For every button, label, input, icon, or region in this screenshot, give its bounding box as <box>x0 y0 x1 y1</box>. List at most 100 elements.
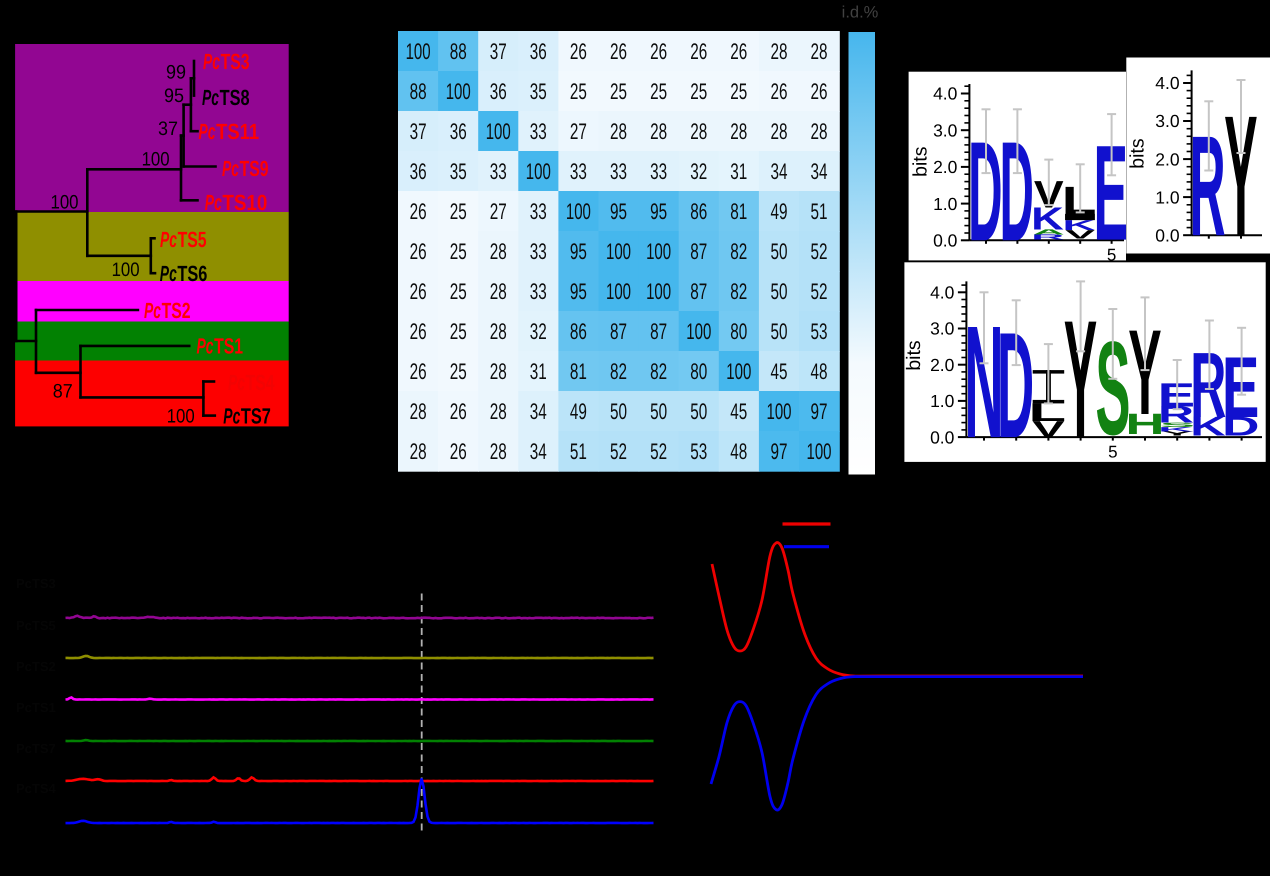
svg-text:100: 100 <box>606 279 631 304</box>
svg-text:4.0: 4.0 <box>933 84 958 104</box>
svg-text:88: 88 <box>410 79 427 104</box>
svg-text:PcTS3: PcTS3 <box>16 576 56 591</box>
svg-text:25: 25 <box>450 199 467 224</box>
svg-text:R: R <box>1031 233 1064 241</box>
svg-text:28: 28 <box>771 39 788 64</box>
svg-text:Pc: Pc <box>205 190 222 215</box>
svg-text:95: 95 <box>570 239 587 264</box>
svg-text:Pc: Pc <box>222 156 239 181</box>
svg-text:V: V <box>1032 416 1064 442</box>
svg-text:100: 100 <box>606 239 631 264</box>
svg-text:0.0: 0.0 <box>930 427 955 447</box>
svg-text:TS6: TS6 <box>177 261 207 286</box>
svg-text:86: 86 <box>690 199 707 224</box>
svg-text:95: 95 <box>610 199 627 224</box>
svg-text:I: I <box>1051 212 1109 222</box>
svg-text:51: 51 <box>570 439 587 464</box>
svg-text:26: 26 <box>690 39 707 64</box>
svg-text:2.0: 2.0 <box>930 355 955 375</box>
svg-text:TS10: TS10 <box>222 190 267 215</box>
svg-text:2.0: 2.0 <box>1155 149 1180 169</box>
svg-text:33: 33 <box>530 199 547 224</box>
svg-text:28: 28 <box>811 119 828 144</box>
svg-text:82: 82 <box>650 359 667 384</box>
svg-text:100: 100 <box>167 405 195 427</box>
svg-text:31: 31 <box>730 159 747 184</box>
svg-text:49: 49 <box>771 199 788 224</box>
svg-text:33: 33 <box>530 239 547 264</box>
svg-text:PcTS4: PcTS4 <box>16 781 57 796</box>
svg-text:PcTS7: PcTS7 <box>16 741 56 756</box>
svg-text:3.0: 3.0 <box>933 120 958 140</box>
svg-text:80: 80 <box>730 319 747 344</box>
svg-text:100: 100 <box>726 359 751 384</box>
svg-text:80: 80 <box>690 359 707 384</box>
svg-text:86: 86 <box>570 319 587 344</box>
svg-text:TS5: TS5 <box>178 227 207 252</box>
svg-text:26: 26 <box>410 359 427 384</box>
svg-text:36: 36 <box>530 39 547 64</box>
svg-text:33: 33 <box>530 279 547 304</box>
svg-text:28: 28 <box>490 439 507 464</box>
svg-text:bits: bits <box>903 340 925 371</box>
svg-text:37: 37 <box>490 39 507 64</box>
svg-text:26: 26 <box>410 199 427 224</box>
svg-text:bits: bits <box>1127 138 1149 169</box>
svg-text:R: R <box>1190 107 1226 267</box>
svg-text:TS1: TS1 <box>214 333 243 358</box>
svg-text:25: 25 <box>610 79 627 104</box>
svg-text:3.0: 3.0 <box>1155 111 1180 131</box>
svg-text:bits: bits <box>910 146 932 177</box>
svg-text:34: 34 <box>530 439 547 464</box>
svg-text:95: 95 <box>570 279 587 304</box>
svg-text:48: 48 <box>730 439 747 464</box>
svg-text:33: 33 <box>650 159 667 184</box>
svg-text:36: 36 <box>410 159 427 184</box>
svg-text:95: 95 <box>164 85 184 107</box>
svg-text:82: 82 <box>610 359 627 384</box>
svg-text:K: K <box>1158 426 1194 433</box>
svg-text:Pc: Pc <box>202 85 219 110</box>
svg-text:PcTS1: PcTS1 <box>16 700 56 715</box>
svg-text:34: 34 <box>771 159 788 184</box>
svg-text:100: 100 <box>767 399 792 424</box>
svg-text:28: 28 <box>410 439 427 464</box>
svg-text:50: 50 <box>610 399 627 424</box>
svg-text:87: 87 <box>610 319 627 344</box>
svg-text:87: 87 <box>690 239 707 264</box>
svg-text:25: 25 <box>450 319 467 344</box>
svg-text:25: 25 <box>570 79 587 104</box>
svg-text:34: 34 <box>530 399 547 424</box>
svg-text:31: 31 <box>530 359 547 384</box>
svg-text:26: 26 <box>730 39 747 64</box>
svg-text:A: A <box>1033 228 1065 236</box>
svg-text:87: 87 <box>650 319 667 344</box>
svg-text:25: 25 <box>730 79 747 104</box>
svg-text:S: S <box>1160 421 1195 428</box>
svg-text:50: 50 <box>690 399 707 424</box>
svg-text:TS9: TS9 <box>240 156 269 181</box>
svg-text:100: 100 <box>566 199 591 224</box>
svg-text:25: 25 <box>450 239 467 264</box>
svg-text:33: 33 <box>530 119 547 144</box>
svg-text:L: L <box>1062 178 1097 222</box>
svg-text:50: 50 <box>771 319 788 344</box>
svg-text:33: 33 <box>610 159 627 184</box>
svg-text:27: 27 <box>570 119 587 144</box>
svg-text:V: V <box>1065 227 1095 241</box>
svg-text:35: 35 <box>530 79 547 104</box>
svg-text:K: K <box>1190 411 1226 442</box>
svg-text:25: 25 <box>450 279 467 304</box>
svg-text:100: 100 <box>526 159 551 184</box>
svg-text:87: 87 <box>690 279 707 304</box>
svg-text:3.0: 3.0 <box>930 319 955 339</box>
svg-text:52: 52 <box>650 439 667 464</box>
svg-text:26: 26 <box>771 79 788 104</box>
svg-text:52: 52 <box>811 239 828 264</box>
svg-text:52: 52 <box>811 279 828 304</box>
svg-text:27: 27 <box>490 199 507 224</box>
svg-text:32: 32 <box>530 319 547 344</box>
svg-text:26: 26 <box>410 239 427 264</box>
svg-text:28: 28 <box>771 119 788 144</box>
svg-text:33: 33 <box>490 159 507 184</box>
